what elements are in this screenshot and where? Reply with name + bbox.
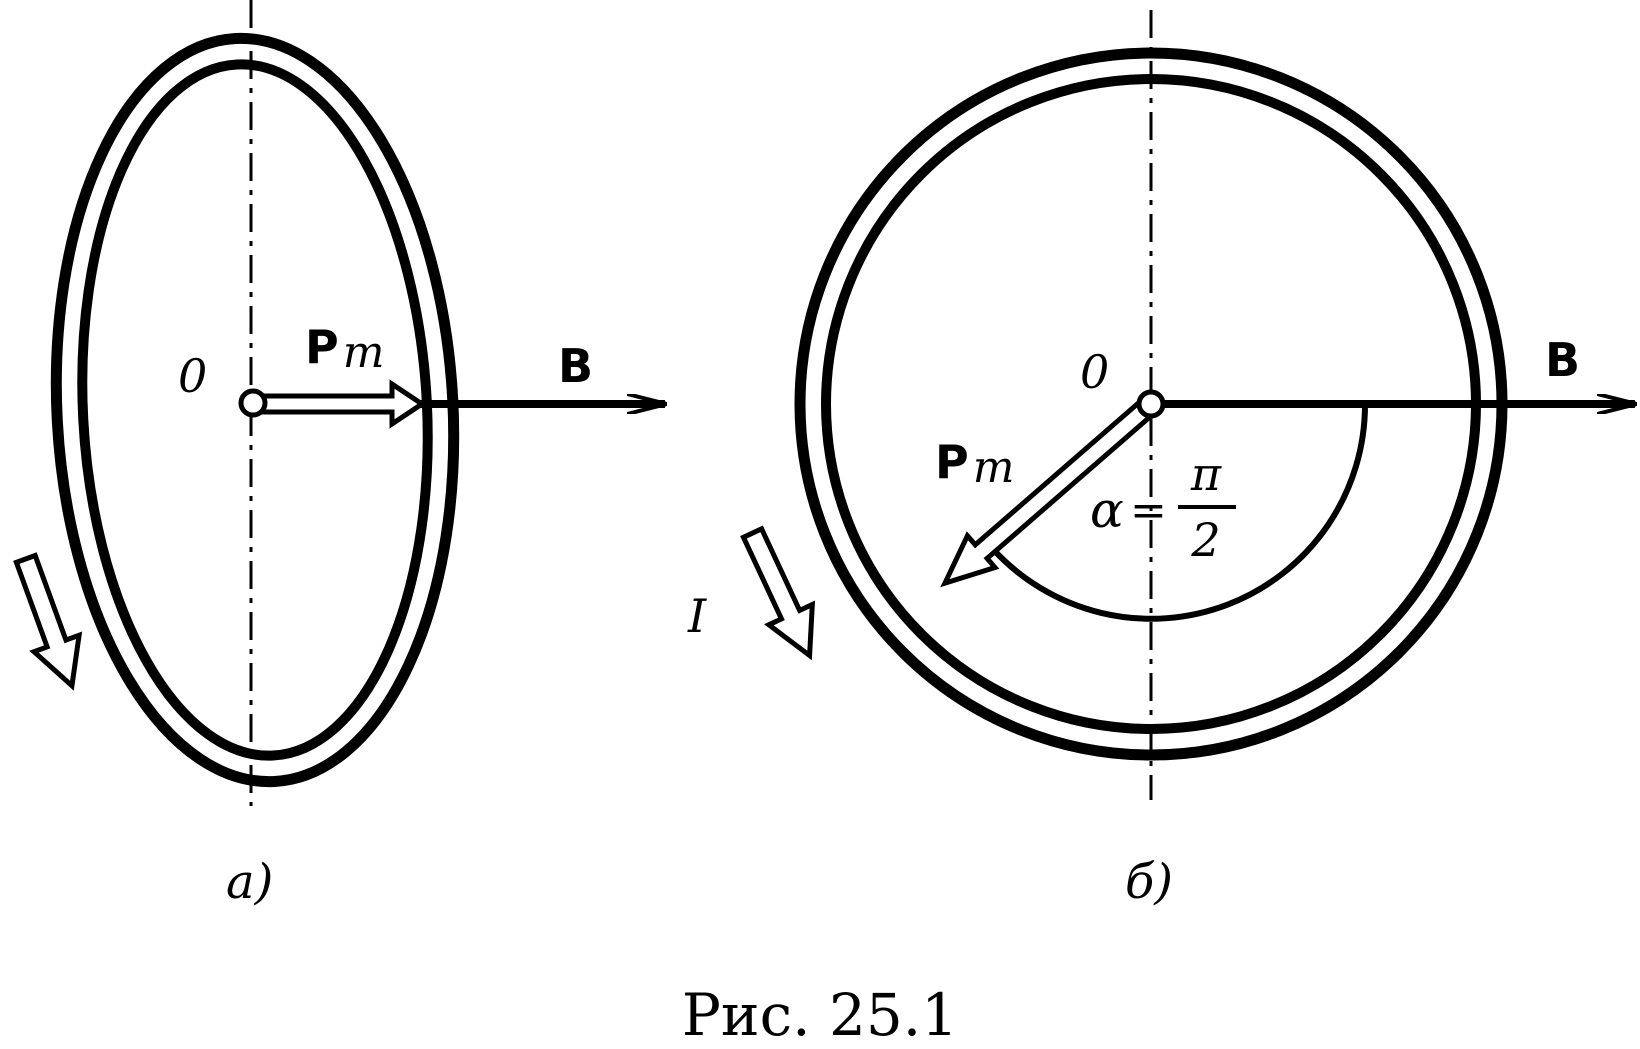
field-label-b: B — [1545, 333, 1580, 387]
origin-point-b — [1136, 389, 1166, 419]
panel-b: 0 Pm B I α = π 2 б) — [687, 10, 1635, 910]
angle-equals: = — [1130, 485, 1167, 536]
field-label-a: B — [558, 339, 593, 393]
current-label-b: I — [687, 589, 707, 643]
current-arrow-a — [13, 552, 83, 691]
origin-point-a — [238, 388, 268, 418]
angle-formula-b: α = π 2 — [1090, 447, 1236, 567]
moment-arrow-a — [259, 379, 427, 429]
panel-a: 0 Pm B а) — [13, 0, 665, 910]
angle-numerator: π — [1190, 447, 1222, 501]
origin-label-a: 0 — [178, 349, 207, 403]
moment-label-a: Pm — [305, 320, 384, 378]
figure-caption: Рис. 25.1 — [682, 981, 958, 1049]
moment-label-b: Pm — [935, 435, 1014, 493]
panel-label-a: а) — [226, 854, 273, 910]
angle-arc-b — [989, 403, 1369, 622]
origin-label-b: 0 — [1080, 345, 1109, 399]
angle-denominator: 2 — [1190, 513, 1220, 567]
current-arrow-b — [740, 525, 816, 661]
angle-symbol: α — [1090, 481, 1124, 539]
panel-label-b: б) — [1125, 854, 1173, 910]
moment-arrow-b — [940, 393, 1161, 588]
